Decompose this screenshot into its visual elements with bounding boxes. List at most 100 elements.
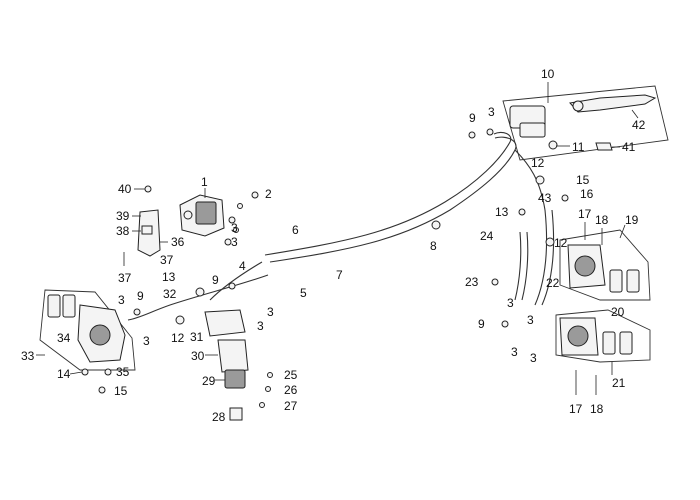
callout-43: 43 — [538, 191, 552, 205]
callout-33: 33 — [21, 349, 35, 363]
bolt-35 — [104, 368, 112, 376]
callout-19: 19 — [625, 213, 639, 227]
callout-17: 17 — [569, 402, 583, 416]
pad-20b — [619, 331, 633, 355]
brake-hose-right — [534, 209, 555, 306]
leader-42 — [631, 109, 639, 119]
leader-14 — [69, 371, 83, 375]
callout-37: 37 — [160, 253, 174, 267]
group-outline-33 — [39, 289, 136, 371]
clamp-8 — [431, 220, 441, 230]
callout-12: 12 — [554, 236, 568, 250]
callout-31: 31 — [190, 330, 204, 344]
callout-8: 8 — [430, 239, 437, 253]
callout-42: 42 — [632, 118, 646, 132]
callout-16: 16 — [580, 187, 594, 201]
callout-1: 1 — [201, 175, 208, 189]
callout-3: 3 — [488, 105, 495, 119]
callout-9: 9 — [469, 111, 476, 125]
nut-2 — [251, 191, 259, 199]
bolt-9d — [501, 320, 509, 328]
callout-3: 3 — [511, 345, 518, 359]
brake-hose-5 — [127, 274, 269, 321]
callout-3: 3 — [118, 293, 125, 307]
valve-29 — [224, 369, 246, 389]
bolt-9b — [228, 282, 236, 290]
rear-modulator-group — [204, 309, 273, 421]
clamp-12b — [545, 237, 555, 247]
brake-hose-7 — [269, 136, 517, 263]
brake-hose-4 — [209, 261, 263, 301]
clamp-32 — [195, 287, 205, 297]
brake-hose-6 — [264, 131, 512, 256]
lever-switch-41 — [595, 142, 613, 151]
clip-28 — [229, 407, 243, 421]
bolt-23 — [491, 278, 499, 286]
bolt-13 — [518, 208, 526, 216]
bolt-27 — [259, 402, 265, 408]
callout-3: 3 — [527, 313, 534, 327]
callout-3: 3 — [231, 221, 238, 235]
callout-20: 20 — [611, 305, 625, 319]
callout-38: 38 — [116, 224, 130, 238]
front-master-cylinder-group — [502, 82, 669, 161]
callout-3: 3 — [267, 305, 274, 319]
callout-4: 4 — [239, 259, 246, 273]
bolt-9a — [468, 131, 476, 139]
brake-hose-24 — [514, 231, 529, 301]
sensor-43 — [561, 194, 569, 202]
bolt-40 — [144, 185, 152, 193]
abs-motor — [195, 201, 217, 225]
callout-10: 10 — [541, 67, 555, 81]
callout-3: 3 — [530, 351, 537, 365]
callout-11: 11 — [572, 140, 585, 154]
callout-3: 3 — [143, 334, 150, 348]
callout-3: 3 — [231, 235, 238, 249]
group-outline-21 — [555, 309, 651, 363]
front-caliper-lower-group — [555, 222, 651, 395]
caliper-piston — [89, 324, 111, 346]
banjo-bolt-11 — [548, 140, 558, 150]
callout-27: 27 — [284, 399, 298, 413]
washer-3a — [228, 216, 236, 224]
callout-35: 35 — [116, 365, 130, 379]
fittings — [104, 128, 569, 376]
abs-modulator-group — [123, 185, 259, 266]
callout-37: 37 — [118, 271, 132, 285]
leader-19 — [619, 224, 626, 239]
washer-3-top — [486, 128, 494, 136]
callout-6: 6 — [292, 223, 299, 237]
callout-18: 18 — [590, 402, 604, 416]
callout-12: 12 — [531, 156, 545, 170]
clamp-12a — [535, 175, 545, 185]
lever-pivot — [572, 100, 584, 112]
callout-24: 24 — [480, 229, 494, 243]
callout-18: 18 — [595, 213, 609, 227]
bolt-26 — [265, 386, 271, 392]
caliper-piston-lower — [567, 325, 589, 347]
callout-21: 21 — [612, 376, 626, 390]
callout-12: 12 — [171, 331, 185, 345]
callout-23: 23 — [465, 275, 479, 289]
group-outline-10 — [502, 85, 669, 161]
bolt-15 — [98, 386, 106, 394]
callout-2: 2 — [265, 187, 272, 201]
callout-13: 13 — [162, 270, 176, 284]
brake-hose-top-right — [514, 149, 546, 211]
callout-14: 14 — [57, 367, 71, 381]
pad-20a — [602, 331, 616, 355]
callout-40: 40 — [118, 182, 132, 196]
group-outline-19 — [559, 229, 651, 301]
washer-3c — [237, 203, 243, 209]
callout-9: 9 — [137, 289, 144, 303]
caliper-piston-upper — [574, 255, 596, 277]
callout-3: 3 — [257, 319, 264, 333]
callout-22: 22 — [546, 276, 560, 290]
callout-15: 15 — [576, 173, 590, 187]
brake-lines — [127, 131, 555, 321]
callout-17: 17 — [578, 207, 592, 221]
front-caliper-upper-group — [559, 224, 651, 301]
callout-30: 30 — [191, 349, 205, 363]
callout-39: 39 — [116, 209, 130, 223]
